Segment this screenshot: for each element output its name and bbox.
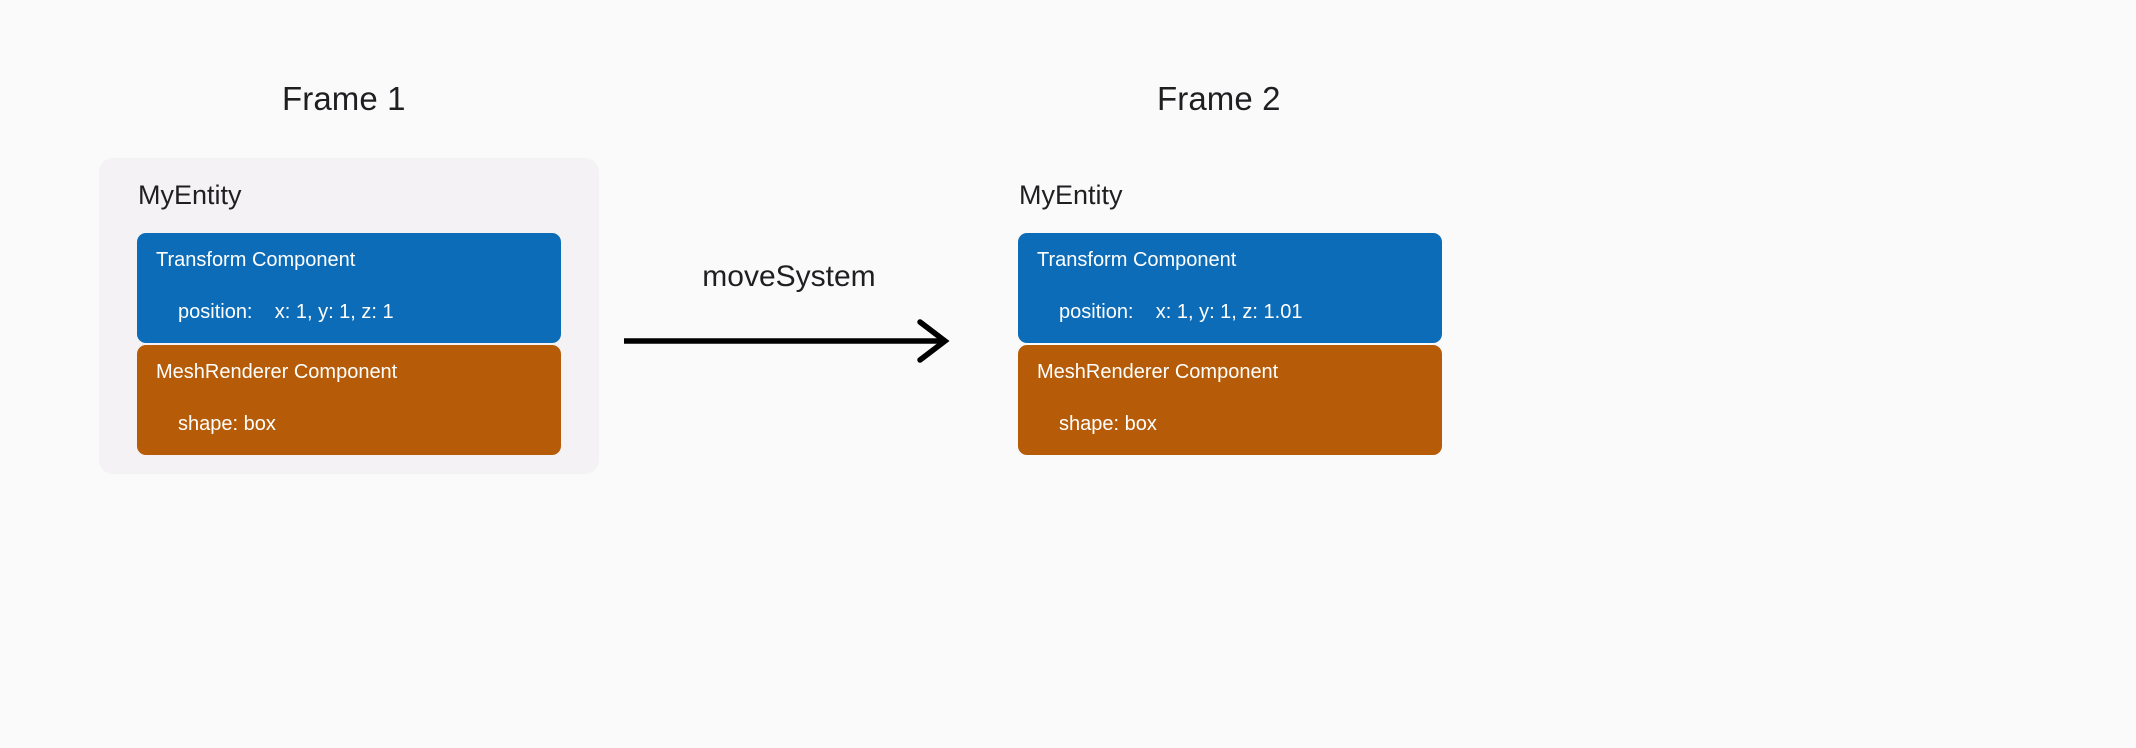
frame-1-meshrenderer-component[interactable]: MeshRenderer Component shape: box [137,345,561,455]
frame-2-transform-component-title: Transform Component [1037,249,1237,271]
frame-2-transform-component[interactable]: Transform Component position: x: 1, y: 1… [1018,233,1442,343]
frame-2-entity-group: MyEntity Transform Component position: x… [1018,182,1442,455]
frame-2-meshrenderer-shape-value: shape: box [1059,413,1157,435]
frame-1-title: Frame 1 [282,80,406,117]
system-transition: moveSystem [624,262,954,372]
frame-1-transform-component-title: Transform Component [156,249,356,271]
system-label: moveSystem [702,260,876,293]
frame-1-transform-component[interactable]: Transform Component position: x: 1, y: 1… [137,233,561,343]
frame-2-meshrenderer-component-title: MeshRenderer Component [1037,361,1279,383]
arrow-right-icon [624,319,950,363]
frame-1-meshrenderer-shape-value: shape: box [178,413,276,435]
frame-2-meshrenderer-component[interactable]: MeshRenderer Component shape: box [1018,345,1442,455]
frame-2-title: Frame 2 [1157,80,1281,117]
frame-2-entity-name: MyEntity [1019,180,1123,210]
frame-1-entity-group: MyEntity Transform Component position: x… [137,182,561,455]
frame-1-transform-position-value: position: x: 1, y: 1, z: 1 [178,301,394,323]
frame-1-meshrenderer-component-title: MeshRenderer Component [156,361,398,383]
frame-2-transform-position-value: position: x: 1, y: 1, z: 1.01 [1059,301,1303,323]
frame-1-entity-name: MyEntity [138,180,242,210]
